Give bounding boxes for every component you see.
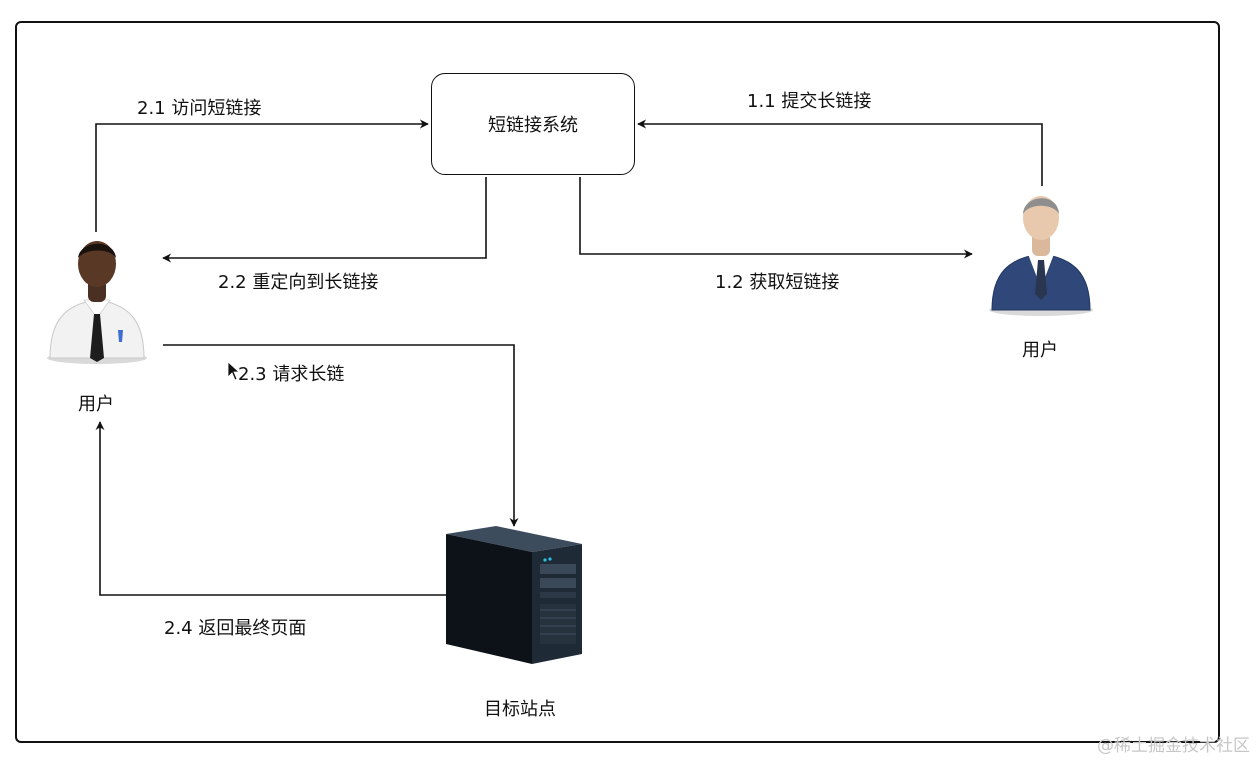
edge-2-4-line bbox=[95, 421, 446, 596]
edge-2-1-label: 2.1 访问短链接 bbox=[137, 98, 262, 119]
watermark-text: @稀土掘金技术社区 bbox=[1097, 736, 1250, 756]
edge-2-1-line bbox=[95, 119, 429, 232]
server-tower-icon bbox=[446, 526, 582, 664]
edge-1-2-line bbox=[579, 177, 973, 259]
edge-1-1-line bbox=[637, 119, 1043, 186]
person-business-suit-icon bbox=[989, 196, 1093, 316]
edge-2-3-label: 2.3 请求长链 bbox=[238, 364, 345, 385]
person-white-shirt-icon bbox=[47, 241, 147, 364]
mouse-cursor-icon bbox=[227, 361, 241, 381]
edge-2-2-line bbox=[162, 177, 487, 263]
target-site-label: 目标站点 bbox=[484, 699, 556, 720]
user-right-label: 用户 bbox=[1022, 340, 1058, 361]
short-link-system-label: 短链接系统 bbox=[488, 115, 578, 136]
edge-2-3-line bbox=[163, 344, 519, 527]
edge-2-2-label: 2.2 重定向到长链接 bbox=[218, 272, 379, 293]
edge-1-1-label: 1.1 提交长链接 bbox=[747, 91, 872, 112]
edge-1-2-label: 1.2 获取短链接 bbox=[715, 272, 840, 293]
edge-2-4-label: 2.4 返回最终页面 bbox=[164, 618, 307, 639]
user-left-label: 用户 bbox=[78, 394, 114, 415]
short-link-system-node: 短链接系统 bbox=[431, 73, 635, 175]
